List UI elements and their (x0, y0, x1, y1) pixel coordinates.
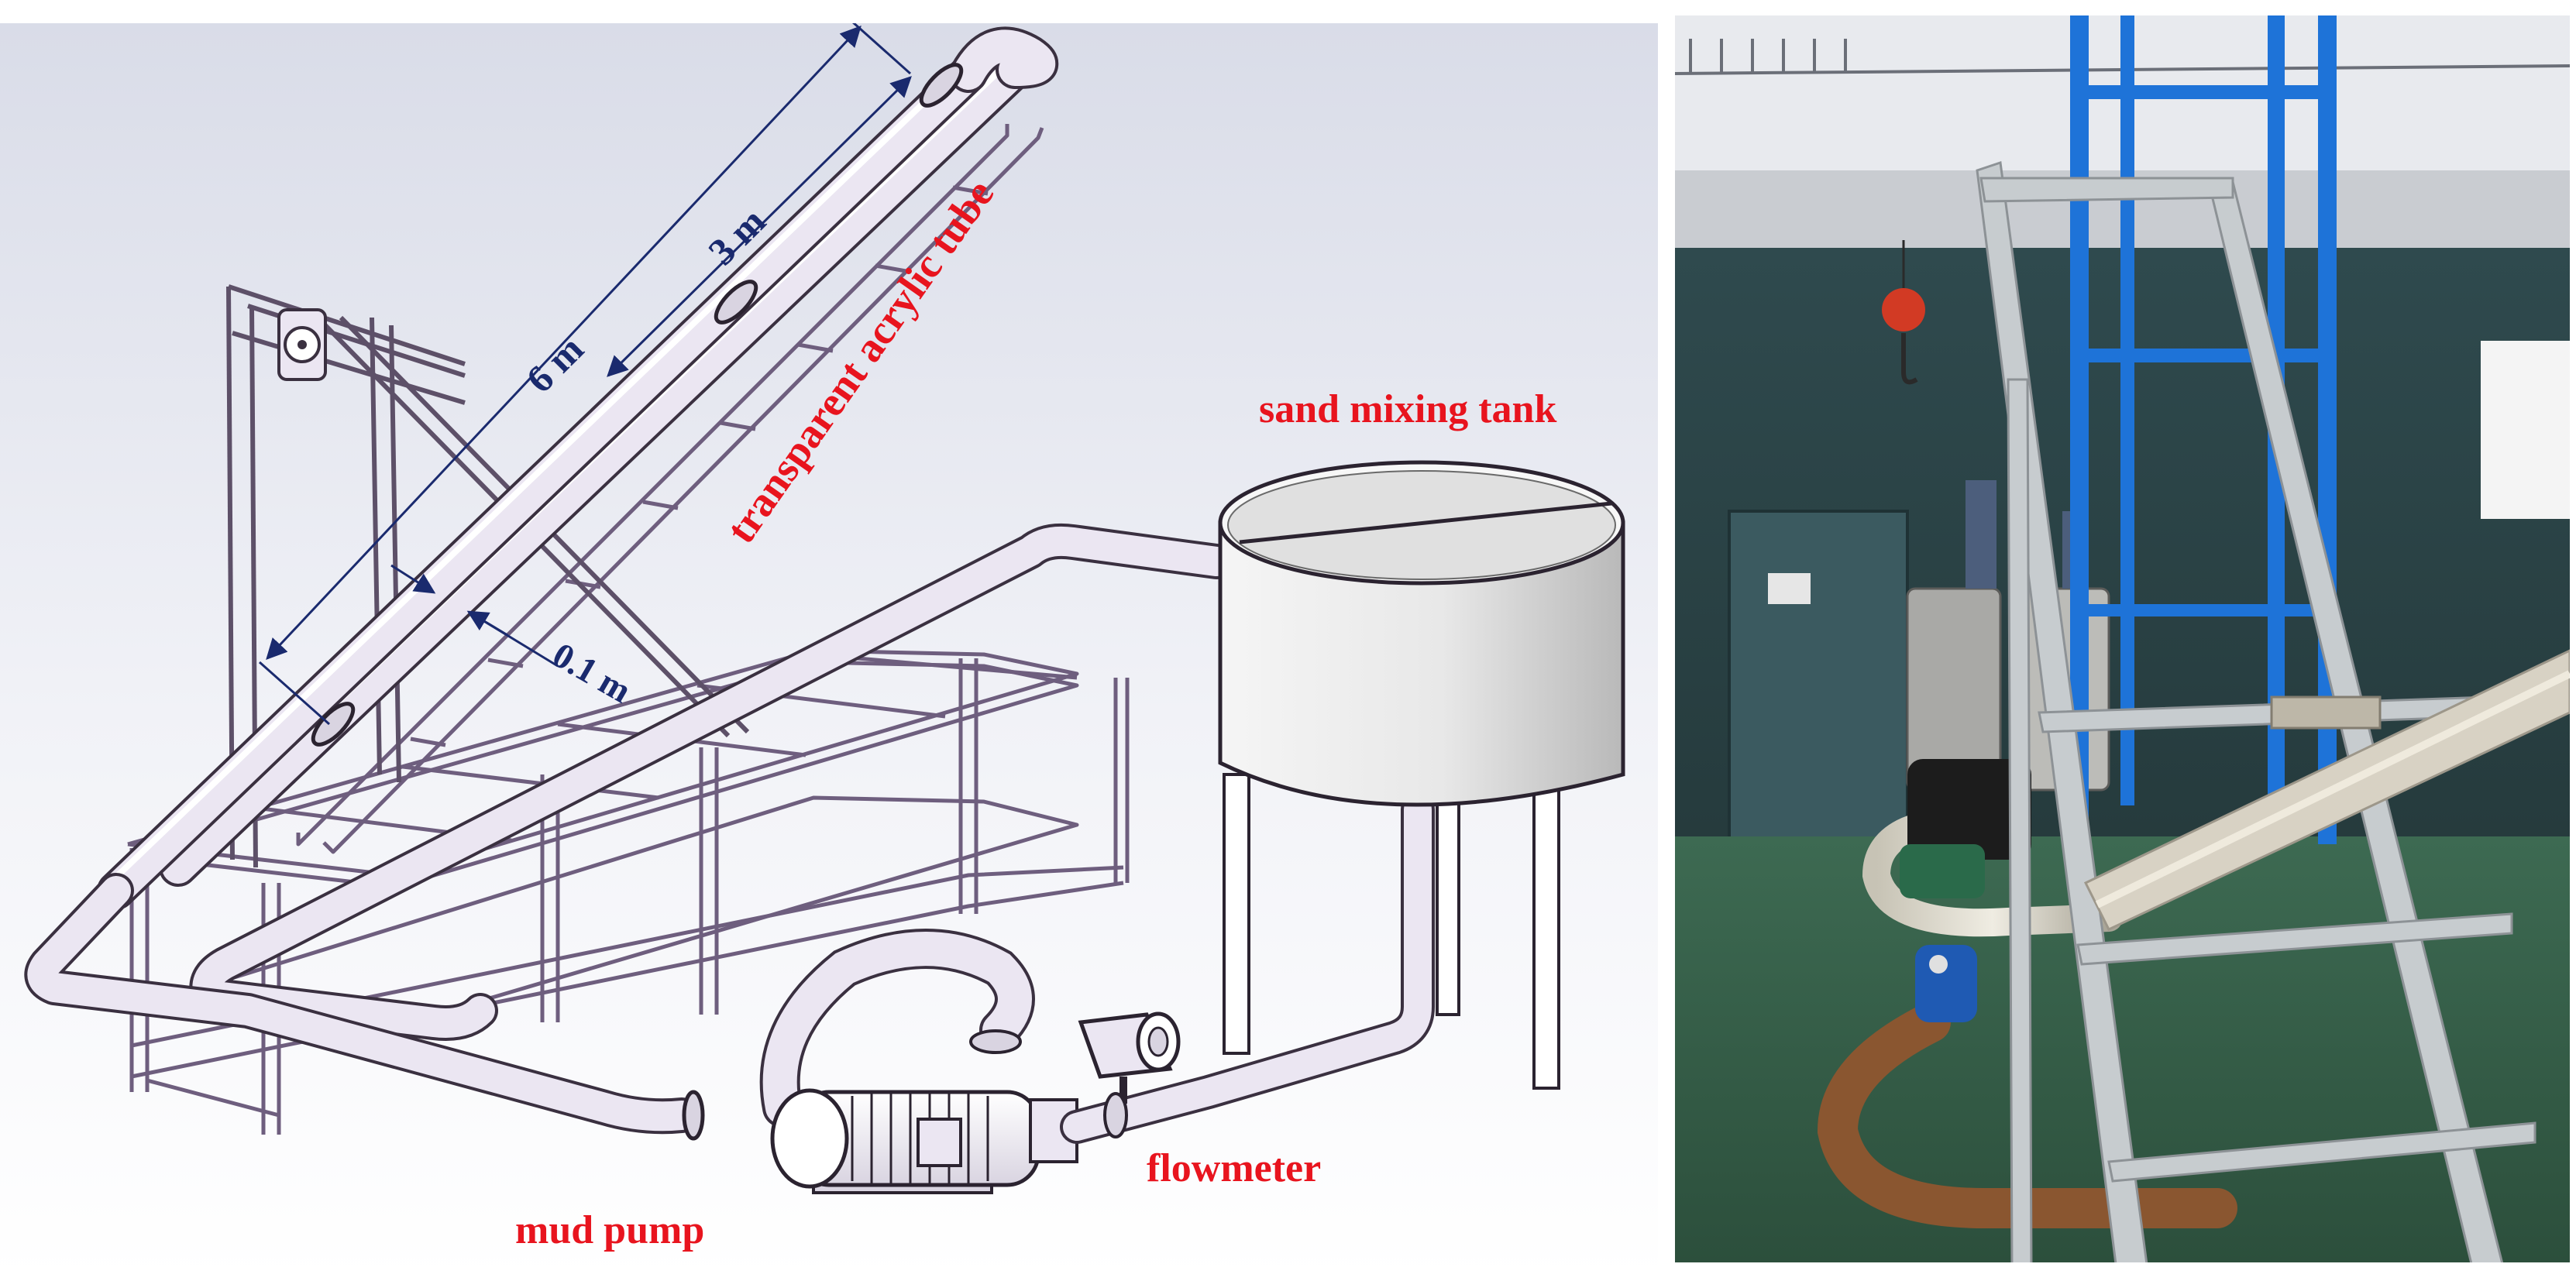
return-pipe (189, 523, 1234, 1041)
photo-crane-hook (1882, 240, 1925, 385)
label-sand-mixing-tank: sand mixing tank (1259, 387, 1556, 431)
photo-pump (1900, 759, 2031, 1022)
pulley-block (277, 308, 327, 381)
flowmeter-body (1078, 1011, 1181, 1138)
photo-door-sign (1768, 573, 1811, 604)
photo-door (1728, 510, 1909, 853)
photo-acrylic-tube (2083, 649, 2570, 931)
dimension-3m-line (607, 76, 912, 377)
label-mud-pump: mud pump (515, 1208, 704, 1252)
lab-photo-panel (1675, 15, 2570, 1262)
sand-mixing-tank (1218, 460, 1625, 1090)
photo-window (2481, 341, 2570, 519)
photo-pipe-section (2270, 695, 2382, 730)
label-flowmeter: flowmeter (1147, 1146, 1321, 1190)
mud-pump-assembly (770, 1029, 1078, 1194)
flowmeter-line (1060, 792, 1435, 1144)
dimension-0-1m-line (390, 564, 436, 594)
cad-diagram-panel: 6 m 3 m 0.1 m transparent acrylic tube s… (0, 23, 1658, 1278)
feed-pipe-flange (682, 1090, 705, 1141)
pump-discharge-loop (759, 929, 1035, 1128)
feed-pipe (24, 873, 700, 1135)
dimension-lines (259, 23, 912, 726)
photo-brown-hose (1817, 1002, 2237, 1228)
